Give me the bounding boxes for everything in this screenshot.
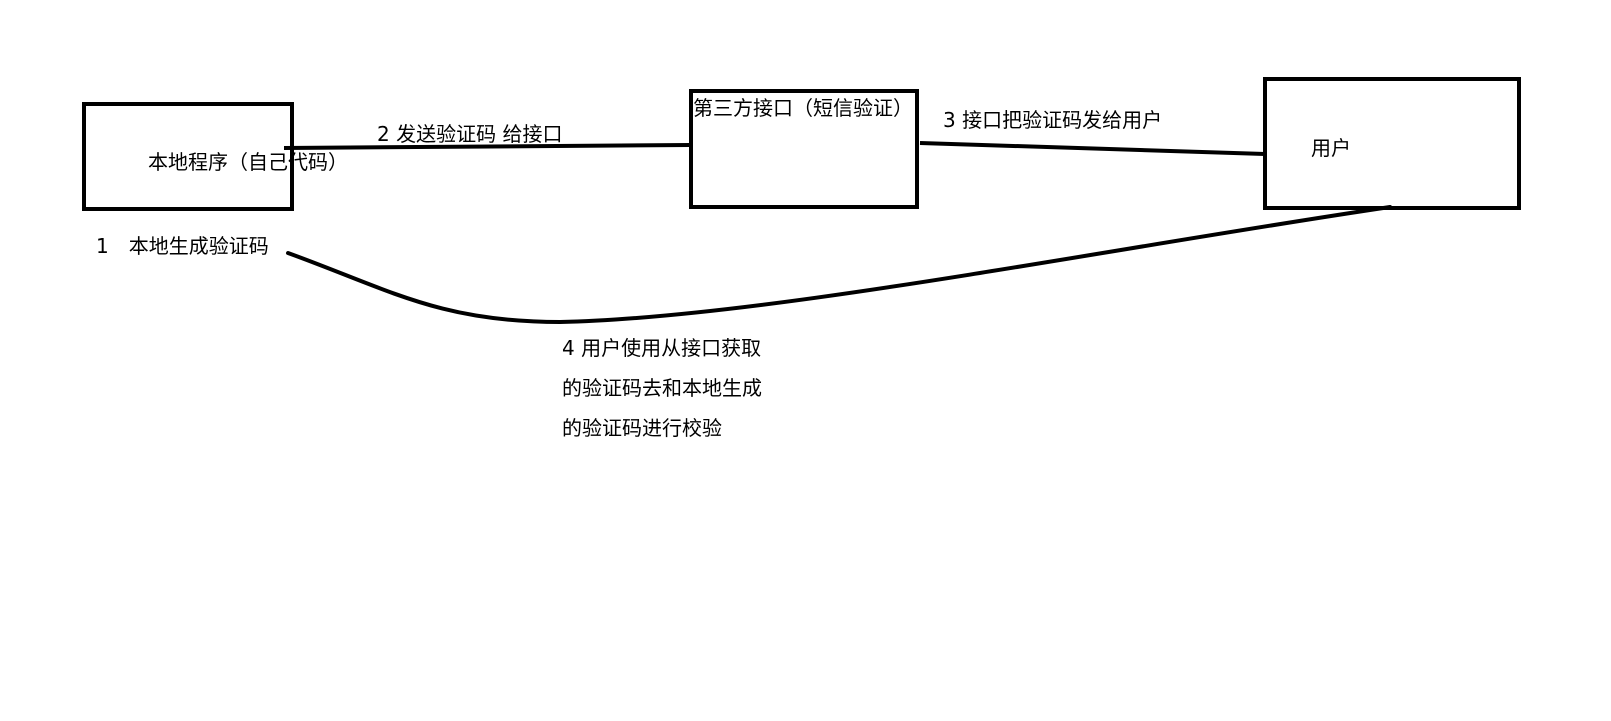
step-2-label: 2 发送验证码 给接口: [377, 122, 563, 146]
connector-api-to-user: [919, 141, 1266, 156]
step-1-label: 1 本地生成验证码: [96, 234, 269, 258]
step-4-line-1: 4 用户使用从接口获取: [562, 336, 762, 360]
box-user-label: 用户: [1311, 136, 1351, 160]
connector-local-to-api: [283, 143, 691, 150]
step-3-label: 3 接口把验证码发给用户: [943, 108, 1163, 132]
box-third-party-api-label: 第三方接口（短信验证）: [693, 96, 913, 120]
connector-verify-curve: [286, 205, 1392, 325]
box-user: [1263, 77, 1521, 210]
box-local-program: [82, 102, 294, 211]
box-local-program-label: 本地程序（自己代码）: [148, 150, 348, 174]
step-4-line-3: 的验证码进行校验: [562, 416, 722, 440]
box-third-party-api: [689, 89, 919, 209]
step-4-line-2: 的验证码去和本地生成: [562, 376, 762, 400]
